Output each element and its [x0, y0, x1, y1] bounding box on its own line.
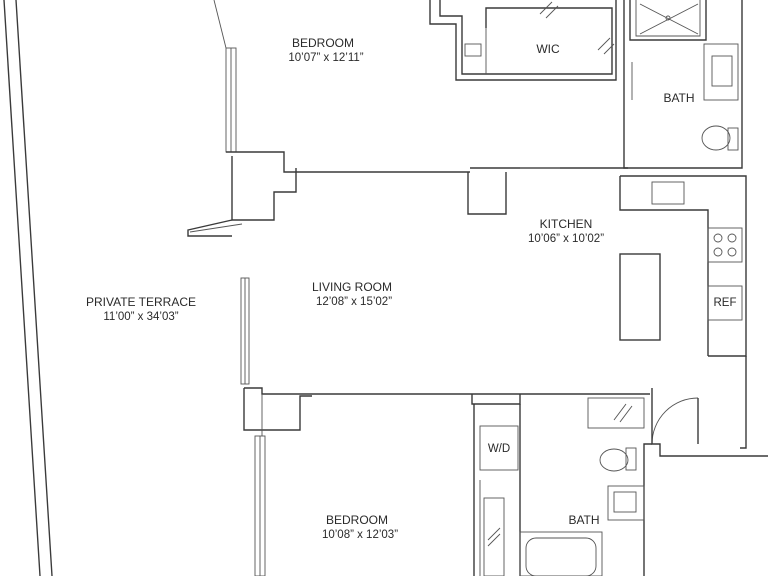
wic-name: WIC [536, 42, 560, 56]
bath-bottom-name: BATH [568, 513, 599, 527]
kitchen-column [467, 172, 507, 215]
kitchen-dims: 10’06” x 10’02” [528, 233, 604, 245]
bedroom-bottom-walls [243, 387, 650, 436]
window-lower [254, 435, 266, 576]
refrigerator-label: REF [714, 297, 737, 309]
window-middle [240, 277, 250, 385]
terrace-dims: 11’00” x 34’03” [103, 311, 178, 323]
kitchen-island [619, 253, 661, 341]
bedroom-top-walls [187, 151, 628, 237]
bath-top-walls [623, 0, 743, 169]
window-upper [213, 0, 237, 153]
bedroom-bottom-dims: 10’08” x 12’03” [322, 529, 398, 541]
kitchen-name: KITCHEN [540, 217, 593, 231]
bath-bottom-walls [471, 394, 645, 576]
bedroom-bottom-name: BEDROOM [326, 513, 388, 527]
bath-top-name: BATH [663, 91, 694, 105]
kitchen-counter [619, 175, 747, 357]
bedroom-top-dims: 10’07” x 12’11” [288, 52, 363, 64]
terrace-name: PRIVATE TERRACE [86, 295, 196, 309]
living-room-name: LIVING ROOM [312, 280, 392, 294]
terrace-edge [3, 0, 53, 576]
washer-dryer-label: W/D [488, 443, 510, 455]
entry-door [643, 356, 768, 576]
wic-walls [429, 0, 617, 81]
living-room-dims: 12’08” x 15’02” [316, 296, 392, 308]
bedroom-top-name: BEDROOM [292, 36, 354, 50]
